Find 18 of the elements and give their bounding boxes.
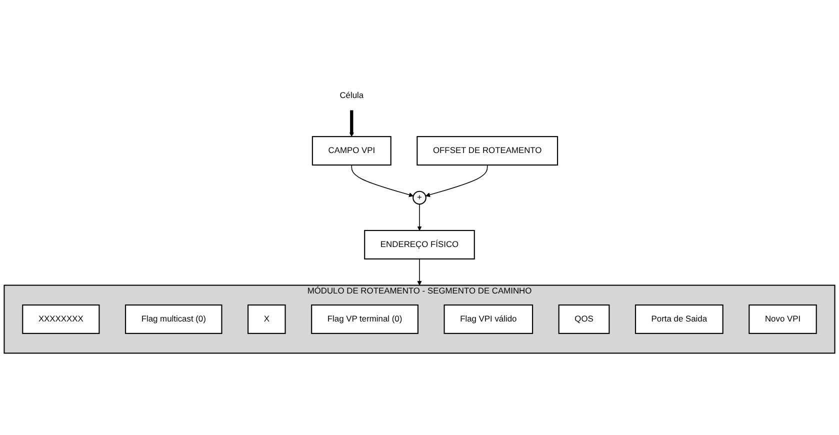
node-circle: + bbox=[412, 190, 426, 205]
node-box: Novo VPI bbox=[748, 304, 817, 334]
arrow bbox=[417, 204, 422, 231]
arrow bbox=[351, 164, 414, 198]
arrow bbox=[425, 164, 488, 198]
node-box: X bbox=[248, 304, 286, 334]
node-box: CAMPO VPI bbox=[312, 136, 392, 166]
node-box: Flag VP terminal (0) bbox=[311, 304, 418, 334]
node-box: QOS bbox=[558, 304, 610, 334]
node-box: Flag VPI válido bbox=[444, 304, 534, 334]
node-box: ENDEREÇO FÍSICO bbox=[364, 230, 475, 260]
arrow bbox=[417, 258, 422, 286]
node-box: Flag multicast (0) bbox=[125, 304, 222, 334]
node-box: OFFSET DE ROTEAMENTO bbox=[416, 136, 558, 166]
node-box: XXXXXXXX bbox=[22, 304, 100, 334]
node-box: Porta de Saida bbox=[634, 304, 724, 334]
node-text: Célula bbox=[340, 91, 364, 100]
arrow bbox=[349, 110, 354, 137]
